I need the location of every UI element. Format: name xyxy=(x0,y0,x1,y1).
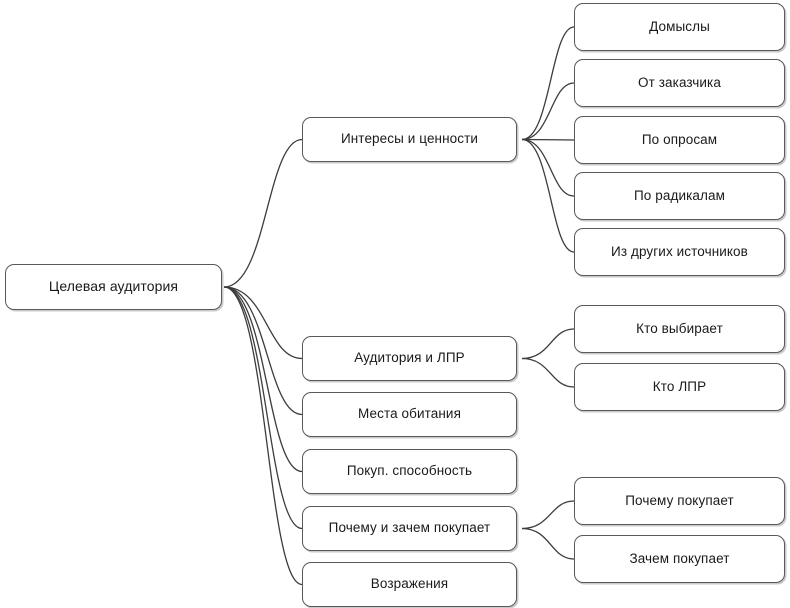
node-leaf-iz-drugih[interactable]: Из других источников xyxy=(574,228,785,276)
node-branch-vozrazheniya[interactable]: Возражения xyxy=(302,562,517,607)
edge-root-to-mesta-obitaniya xyxy=(223,286,303,416)
node-branch-audience-lpr[interactable]: Аудитория и ЛПР xyxy=(302,336,517,381)
edge-root-to-audience-lpr xyxy=(223,286,303,360)
edge-interests-to-po-radikalam xyxy=(521,138,575,197)
edge-root-to-interests xyxy=(223,138,303,288)
edge-root-to-vozrazheniya xyxy=(223,286,303,586)
node-leaf-kto-vybiraet[interactable]: Кто выбирает xyxy=(574,305,785,353)
node-leaf-po-oprosam[interactable]: По опросам xyxy=(574,116,785,164)
edge-audience-lpr-to-kto-lpr xyxy=(521,357,575,388)
node-leaf-domysly[interactable]: Домыслы xyxy=(574,3,785,51)
node-root[interactable]: Целевая аудитория xyxy=(5,264,222,310)
edge-interests-to-po-oprosam xyxy=(521,138,575,141)
edge-pochemu-zachem-to-zachem-pokupaet xyxy=(521,527,575,560)
edge-interests-to-ot-zakazchika xyxy=(521,82,575,141)
edge-audience-lpr-to-kto-vybiraet xyxy=(521,328,575,360)
node-branch-mesta-obitaniya[interactable]: Места обитания xyxy=(302,392,517,437)
edge-interests-to-iz-drugih xyxy=(521,138,575,253)
node-leaf-ot-zakazchika[interactable]: От заказчика xyxy=(574,59,785,107)
edge-root-to-pochemu-zachem xyxy=(223,286,303,530)
node-leaf-zachem-pokupaet[interactable]: Зачем покупает xyxy=(574,535,785,583)
node-leaf-pochemu-pokupaet[interactable]: Почему покупает xyxy=(574,477,785,525)
edge-interests-to-domysly xyxy=(521,26,575,141)
node-branch-interests[interactable]: Интересы и ценности xyxy=(302,117,517,162)
node-branch-pochemu-zachem[interactable]: Почему и зачем покупает xyxy=(302,506,517,551)
edge-pochemu-zachem-to-pochemu-pokupaet xyxy=(521,500,575,530)
node-branch-pokup-sposobnost[interactable]: Покуп. способность xyxy=(302,449,517,494)
node-leaf-kto-lpr[interactable]: Кто ЛПР xyxy=(574,363,785,411)
edge-root-to-pokup-sposobnost xyxy=(223,286,303,473)
node-leaf-po-radikalam[interactable]: По радикалам xyxy=(574,172,785,220)
